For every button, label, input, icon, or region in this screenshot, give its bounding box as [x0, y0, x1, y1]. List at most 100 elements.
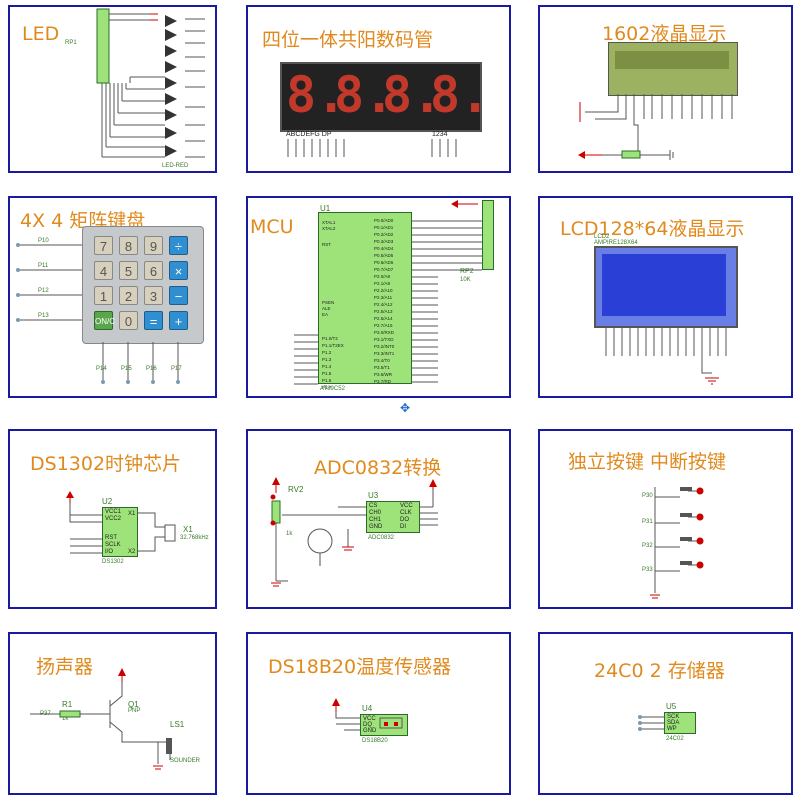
eeprom-ref: U5 [666, 702, 677, 711]
adc0832-pin-di: DI [400, 524, 406, 530]
mcu-right-pin: P0.5/AD5 [374, 253, 394, 258]
key-6[interactable]: 6 [144, 261, 163, 280]
mcu-right-pin: P2.5/A13 [374, 309, 393, 314]
adc0832-title: ADC0832转换 [314, 457, 442, 479]
keypad-col-pin-2: P15 [121, 366, 132, 372]
mcu-right-pin: P3.6/WR [374, 372, 393, 377]
key-2[interactable]: 2 [119, 286, 138, 305]
mcu-rp2 [482, 200, 494, 270]
ds18b20-ref: U4 [362, 704, 373, 713]
mcu-right-pin: P0.1/AD1 [374, 225, 394, 230]
ds1302-part: DS1302 [102, 559, 124, 565]
key-7[interactable]: 7 [94, 236, 113, 255]
key-9[interactable]: 9 [144, 236, 163, 255]
key-4[interactable]: 4 [94, 261, 113, 280]
panel-keypad: 4X 4 矩阵键盘 7 8 9 ÷ 4 5 6 × 1 2 3 − ON/C 0… [8, 196, 217, 398]
key-1[interactable]: 1 [94, 286, 113, 305]
ds1302-crystal-value: 32.768kHz [180, 535, 209, 541]
adc0832-pin-ch0: CH0 [369, 510, 382, 516]
mcu-right-pin: P3.4/T0 [374, 358, 390, 363]
mcu-right-pin: P2.6/A14 [374, 316, 393, 321]
buttons-wires [650, 487, 704, 599]
mcu-left-pin: ALE [322, 306, 331, 311]
key-minus[interactable]: − [169, 286, 188, 305]
mcu-left-pin: P1.5 [322, 371, 332, 376]
led-rp-label: RP1 [65, 40, 77, 46]
led-chip-label: LED-RED [162, 163, 189, 169]
adc0832-part: ADC0832 [368, 535, 395, 541]
keypad-row-pin-3: P12 [38, 288, 49, 294]
lcd12864-part: AMPIRE128X64 [594, 240, 638, 246]
adc0832-pin-vcc: VCC [400, 503, 413, 509]
mcu-right-pin: P3.1/TXD [374, 337, 394, 342]
ds18b20-wires [332, 698, 403, 731]
adc0832-pin-clk: CLK [400, 510, 412, 516]
mcu-left-pin: P1.6 [322, 378, 332, 383]
mcu-rp2-value: 10K [460, 277, 471, 283]
mcu-right-pin: P0.0/AD0 [374, 218, 394, 223]
ds1302-crystal: X1 [183, 525, 193, 534]
lcd12864-screen [594, 246, 738, 328]
speaker-r-value: 1k [62, 716, 69, 722]
adc0832-chip [366, 501, 420, 533]
keypad-col-pin-3: P16 [146, 366, 157, 372]
mcu-right-pin: P0.4/AD4 [374, 246, 394, 251]
seg7-com-pins: 1234 [432, 131, 448, 138]
speaker-q-part: PNP [128, 708, 141, 714]
ds1302-pin-io: I/O [105, 549, 114, 555]
mcu-right-pin: P3.5/T1 [374, 365, 390, 370]
mcu-right-pin: P0.6/AD6 [374, 260, 394, 265]
seg7-display: 8. 8. 8. 8. [280, 62, 490, 132]
adc0832-pot: RV2 [288, 485, 304, 494]
mcu-rp2-label: RP2 [460, 268, 474, 275]
keypad-col-pin-1: P14 [96, 366, 107, 372]
speaker-title: 扬声器 [36, 656, 94, 678]
mcu-right-pin: P3.7/RD [374, 379, 392, 384]
mcu-left-pin: P1.7 [322, 385, 332, 390]
key-8[interactable]: 8 [119, 236, 138, 255]
eeprom-pin-wp: WP [667, 726, 677, 732]
adc0832-pin-cs: CS [369, 503, 378, 509]
keypad-row-pin-1: P10 [38, 238, 49, 244]
button-pin-4: P33 [642, 567, 653, 573]
speaker-wires [30, 668, 172, 770]
mcu-left-pin: XTAL2 [322, 226, 336, 231]
lcd1602-title: 1602液晶显示 [602, 23, 727, 45]
ds1302-wires [66, 491, 176, 554]
mcu-right-pin: P2.4/A12 [374, 302, 393, 307]
mcu-left-pin: P1.0/T2 [322, 336, 338, 341]
ds1302-chip [102, 507, 138, 557]
lcd1602-wires [578, 94, 733, 160]
lcd12864-ref: LCD2 [594, 234, 610, 240]
mcu-left-pin: P1.2 [322, 350, 332, 355]
ds18b20-pin-gnd: GND [363, 728, 377, 734]
key-3[interactable]: 3 [144, 286, 163, 305]
speaker-r: R1 [62, 700, 73, 709]
key-5[interactable]: 5 [119, 261, 138, 280]
adc0832-ref: U3 [368, 491, 379, 500]
panel-ds1302: DS1302时钟芯片 U2 VCC1 VCC2 RST SCLK I/O X1 … [8, 429, 217, 609]
mcu-ref: U1 [320, 204, 331, 213]
panel-seg7: 四位一体共阳数码管 8. 8. 8. 8. ABCDEFG DP 1234 [246, 5, 511, 173]
key-multiply[interactable]: × [169, 261, 188, 280]
keypad-row-pin-2: P11 [38, 263, 49, 269]
key-plus[interactable]: + [169, 311, 188, 330]
key-divide[interactable]: ÷ [169, 236, 188, 255]
ds18b20-title: DS18B20温度传感器 [268, 656, 452, 678]
key-equals[interactable]: = [144, 311, 163, 330]
adc0832-wires [270, 477, 438, 587]
panel-lcd12864: LCD128*64液晶显示 LCD2 AMPIRE128X64 [538, 196, 793, 398]
ds1302-ref: U2 [102, 497, 113, 506]
eeprom-pin-sck: SCK [667, 714, 680, 720]
mcu-left-pin: EA [322, 312, 329, 317]
eeprom-wires [638, 715, 664, 731]
eeprom-pin-sda: SDA [667, 720, 680, 726]
button-pin-1: P30 [642, 493, 653, 499]
ds1302-pin-x1: X1 [128, 511, 136, 517]
ds1302-pin-vcc1: VCC1 [105, 509, 122, 515]
key-onc[interactable]: ON/C [94, 311, 115, 330]
key-0[interactable]: 0 [119, 311, 138, 330]
seg7-seg-pins: ABCDEFG DP [286, 131, 332, 138]
mcu-right-pin: P2.1/A9 [374, 281, 391, 286]
eeprom-part: 24C02 [666, 736, 684, 742]
